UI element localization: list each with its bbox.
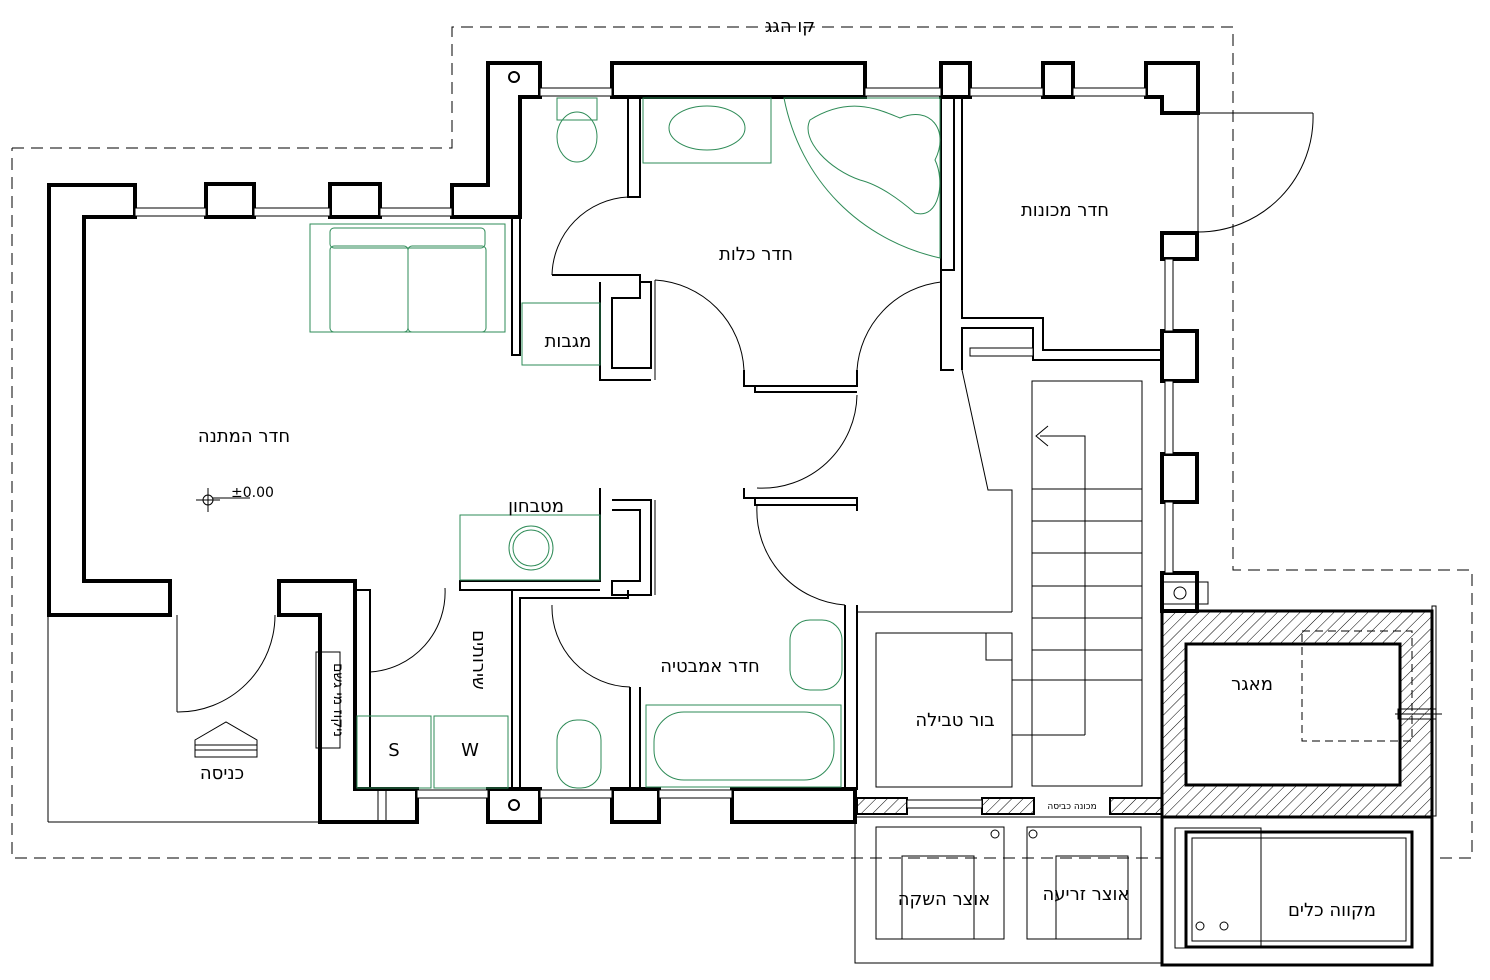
room-label-storage: מאגר: [1231, 674, 1273, 695]
lower-stores: [854, 797, 1163, 964]
room-label-rinse-store: אוצר השקה: [898, 889, 991, 910]
reservoir: [1160, 581, 1442, 819]
misc-symbols: [47, 71, 520, 823]
room-label-towels: מגבות: [545, 331, 592, 352]
room-label-vessels: מקווה כלים: [1288, 900, 1376, 921]
roof-line-label: קו הגג: [765, 16, 815, 37]
fixtures: [309, 97, 941, 789]
roof-line-outline: [11, 26, 1473, 859]
interior-walls: [355, 97, 1163, 790]
room-label-bride: חדר כלות: [719, 244, 793, 265]
room-label-entrance: כניסה: [200, 763, 244, 784]
washing-machine-label: מכונה כביסה: [1047, 802, 1096, 812]
vertical-label-gutter: ניקוז מי גשם: [330, 663, 346, 737]
vessels-mikveh: [1160, 815, 1434, 967]
immersion-pool: [875, 632, 1013, 788]
room-label-drip-store: אוצר זריעה: [1043, 884, 1130, 905]
staircase: [1012, 380, 1143, 787]
room-label-wc: שירותים: [468, 630, 489, 690]
room-label-kitchenette: מטבחון: [508, 496, 564, 517]
elevation-mark: ±0.00: [231, 485, 274, 501]
wc-symbol-w: W: [461, 740, 479, 761]
door-swings: [176, 112, 1314, 713]
wc-symbol-s: S: [388, 740, 399, 761]
room-label-pool: בור טבילה: [915, 710, 994, 731]
outer-walls: [47, 61, 1200, 824]
labels: קו הגג חדר המתנה חדר כלות חדר מכונות מגב…: [198, 16, 1376, 921]
room-label-machines: חדר מכונות: [1021, 200, 1109, 221]
windows: [134, 87, 1174, 799]
room-label-bath: חדר אמבטיה: [660, 656, 760, 677]
room-label-living: חדר המתנה: [198, 426, 290, 447]
